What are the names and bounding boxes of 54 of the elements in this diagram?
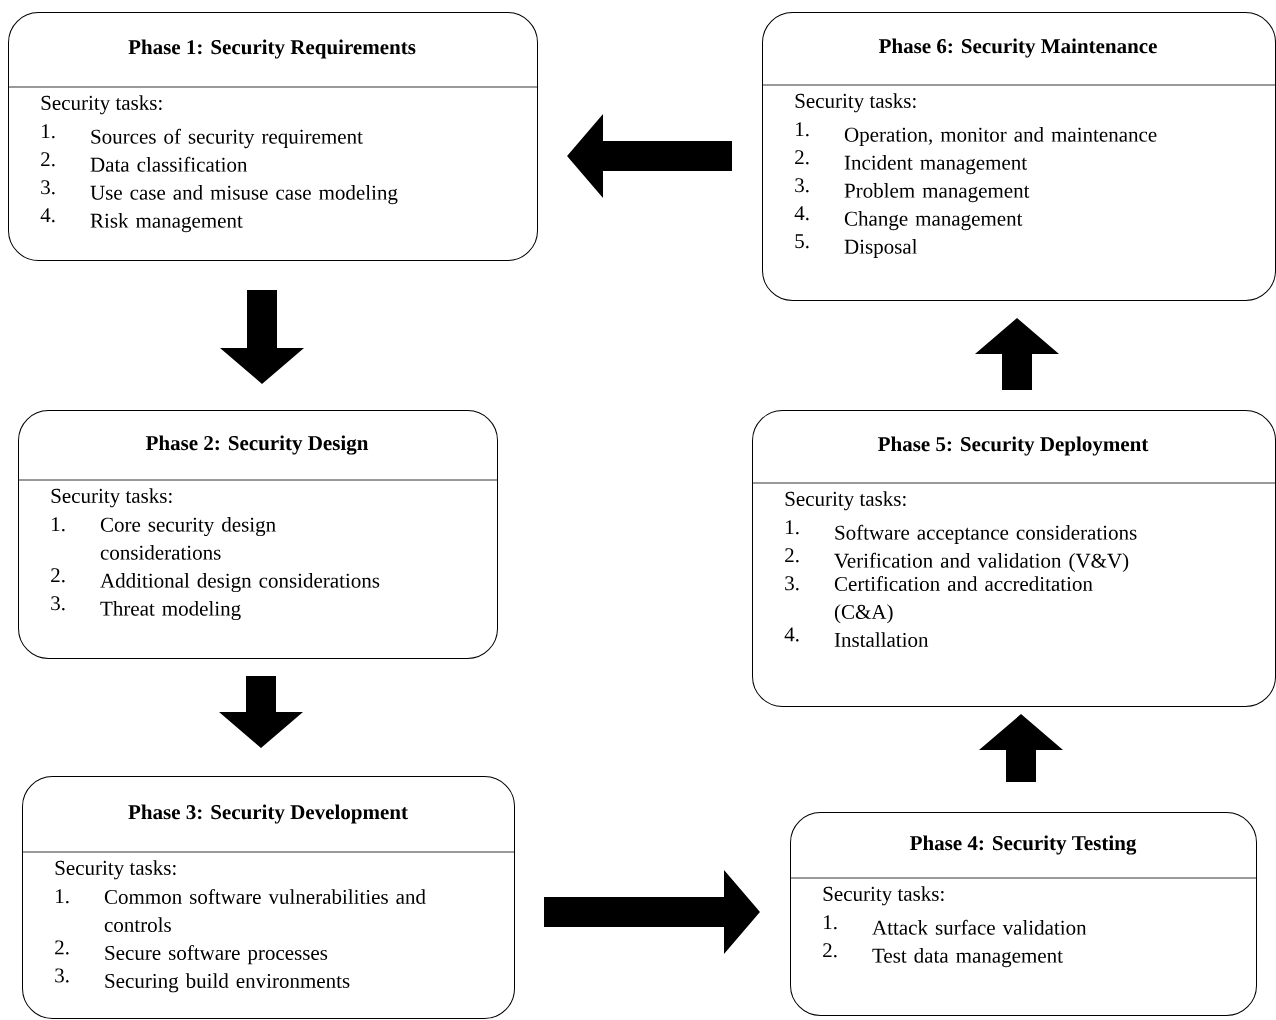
- task-item: Secure software processes: [105, 945, 328, 965]
- item-number: 1.: [796, 122, 809, 137]
- phase-title: Phase 1: Security Requirements: [128, 39, 416, 59]
- task-item: Disposal: [844, 239, 918, 259]
- item-number: 2.: [785, 548, 799, 563]
- task-item: Operation, monitor and maintenance: [844, 127, 1157, 147]
- task-item: Additional design considerations: [100, 573, 380, 593]
- item-number: 1.: [786, 520, 799, 535]
- task-item: Change management: [844, 211, 1023, 231]
- item-number: 1.: [824, 915, 837, 930]
- item-number: 1.: [56, 889, 69, 904]
- item-number: 3.: [51, 596, 65, 611]
- task-item: Installation: [834, 632, 929, 647]
- task-item: Incident management: [844, 155, 1027, 175]
- task-item: Threat modeling: [100, 601, 241, 621]
- task-item: Securing build environments: [105, 973, 350, 993]
- task-item: Software acceptance considerations: [835, 524, 1137, 545]
- task-heading: Security tasks:: [823, 886, 944, 906]
- item-number: 3.: [55, 968, 69, 983]
- phase-title: Phase 2: Security Design: [145, 435, 369, 455]
- item-number: 4.: [40, 208, 55, 223]
- item-number: 2.: [823, 943, 837, 958]
- task-heading: Security tasks:: [785, 491, 906, 511]
- item-number: 4.: [784, 627, 799, 642]
- task-item: Core security design considerations: [100, 517, 276, 560]
- task-item: Problem management: [844, 183, 1030, 203]
- phase-title: Phase 6: Security Maintenance: [879, 38, 1157, 58]
- task-heading: Security tasks:: [41, 95, 162, 115]
- phase-title: Phase 3: Security Development: [128, 804, 408, 824]
- task-heading: Security tasks:: [51, 488, 172, 508]
- task-item: Test data management: [872, 948, 1063, 968]
- item-number: 4.: [794, 206, 809, 221]
- item-number: 1.: [52, 517, 65, 532]
- task-item: Attack surface validation: [872, 919, 1087, 935]
- task-item: Certification and accreditation (C&A): [834, 576, 1093, 624]
- task-item: Verification and validation (V&V): [834, 552, 1129, 573]
- task-item: Common software vulnerabilities and controls: [104, 889, 426, 932]
- item-number: 2.: [55, 940, 69, 955]
- item-number: 3.: [795, 178, 809, 193]
- item-number: 2.: [51, 568, 65, 583]
- task-heading: Security tasks:: [55, 860, 176, 880]
- task-heading: Security tasks:: [795, 93, 916, 113]
- item-number: 3.: [785, 576, 799, 591]
- item-number: 2.: [795, 150, 809, 165]
- item-number: 3.: [41, 180, 55, 195]
- task-item: Sources of security requirement: [91, 128, 363, 149]
- phase-title: Phase 5: Security Deployment: [878, 436, 1149, 456]
- item-number: 5.: [795, 234, 809, 249]
- task-item: Use case and misuse case modeling: [90, 185, 398, 205]
- task-item: Risk management: [90, 213, 243, 233]
- item-number: 2.: [41, 152, 55, 167]
- task-item: Data classification: [90, 156, 248, 172]
- item-number: 1.: [42, 124, 55, 139]
- phase-title: Phase 4: Security Testing: [910, 835, 1137, 855]
